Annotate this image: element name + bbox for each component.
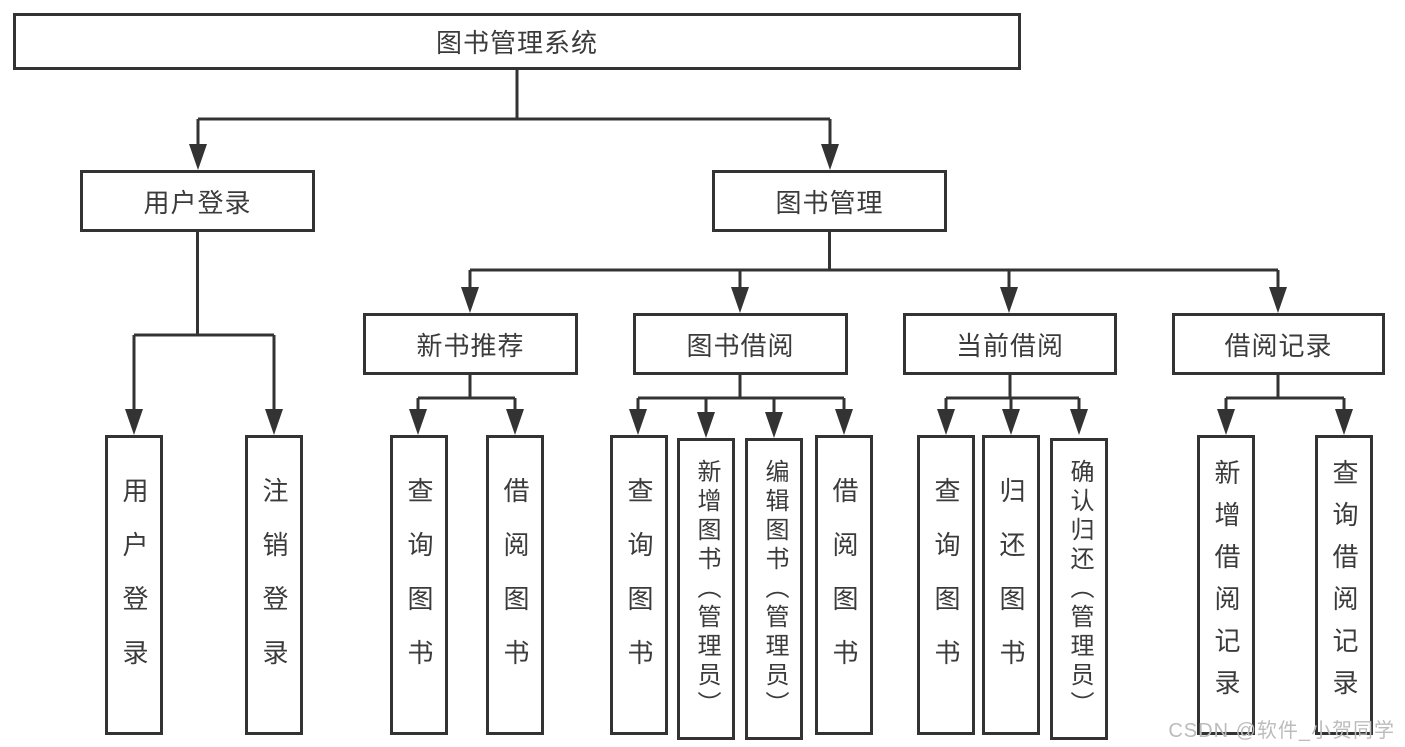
leaf-query-books-borrowing: 查询图书	[610, 435, 668, 735]
node-label: 新增借阅记录	[1211, 459, 1241, 711]
node-label: 新增图书（管理员）	[693, 458, 720, 720]
leaf-confirm-return-admin: 确认归还（管理员）	[1050, 438, 1108, 740]
leaf-add-borrow-record: 新增借阅记录	[1197, 435, 1255, 735]
connector-lines	[132, 70, 1346, 416]
node-label: 借阅记录	[1224, 330, 1333, 361]
leaf-query-borrow-record: 查询借阅记录	[1315, 435, 1373, 735]
leaf-add-books-admin: 新增图书（管理员）	[677, 438, 735, 740]
node-label: 用户登录	[119, 477, 149, 693]
node-book-borrowing: 图书借阅	[633, 313, 848, 375]
node-label: 注销登录	[259, 477, 289, 693]
node-borrow-records: 借阅记录	[1172, 313, 1385, 375]
node-label: 查询图书	[404, 477, 434, 693]
node-label: 查询借阅记录	[1329, 459, 1359, 711]
node-root-system: 图书管理系统	[13, 13, 1021, 70]
leaf-edit-books-admin: 编辑图书（管理员）	[745, 438, 803, 740]
leaf-logout: 注销登录	[245, 435, 303, 735]
node-new-book-recommend: 新书推荐	[363, 313, 578, 375]
connector-arrowheads	[125, 144, 1353, 438]
leaf-query-books-current: 查询图书	[917, 435, 975, 735]
node-current-borrowing: 当前借阅	[903, 313, 1117, 375]
leaf-borrow-books-recommend: 借阅图书	[486, 435, 544, 735]
node-user-login-branch: 用户登录	[80, 170, 315, 232]
node-label: 当前借阅	[955, 330, 1064, 361]
leaf-borrow-books: 借阅图书	[815, 435, 873, 735]
node-label: 图书借阅	[686, 330, 795, 361]
node-label: 图书管理	[775, 187, 884, 218]
node-label: 归还图书	[996, 477, 1026, 693]
leaf-user-login: 用户登录	[105, 435, 163, 735]
node-label: 借阅图书	[829, 477, 859, 693]
leaf-return-books: 归还图书	[982, 435, 1040, 735]
node-label: 查询图书	[931, 477, 961, 693]
node-label: 编辑图书（管理员）	[761, 458, 788, 720]
node-label: 新书推荐	[416, 330, 525, 361]
node-label: 借阅图书	[500, 477, 530, 693]
node-book-management-branch: 图书管理	[712, 170, 947, 232]
csdn-watermark: CSDN @软件_小贺同学	[1168, 720, 1395, 742]
node-label: 图书管理系统	[435, 28, 598, 58]
node-label: 用户登录	[143, 187, 252, 218]
node-label: 查询图书	[624, 477, 654, 693]
leaf-query-books-recommend: 查询图书	[390, 435, 448, 735]
node-label: 确认归还（管理员）	[1066, 458, 1093, 720]
